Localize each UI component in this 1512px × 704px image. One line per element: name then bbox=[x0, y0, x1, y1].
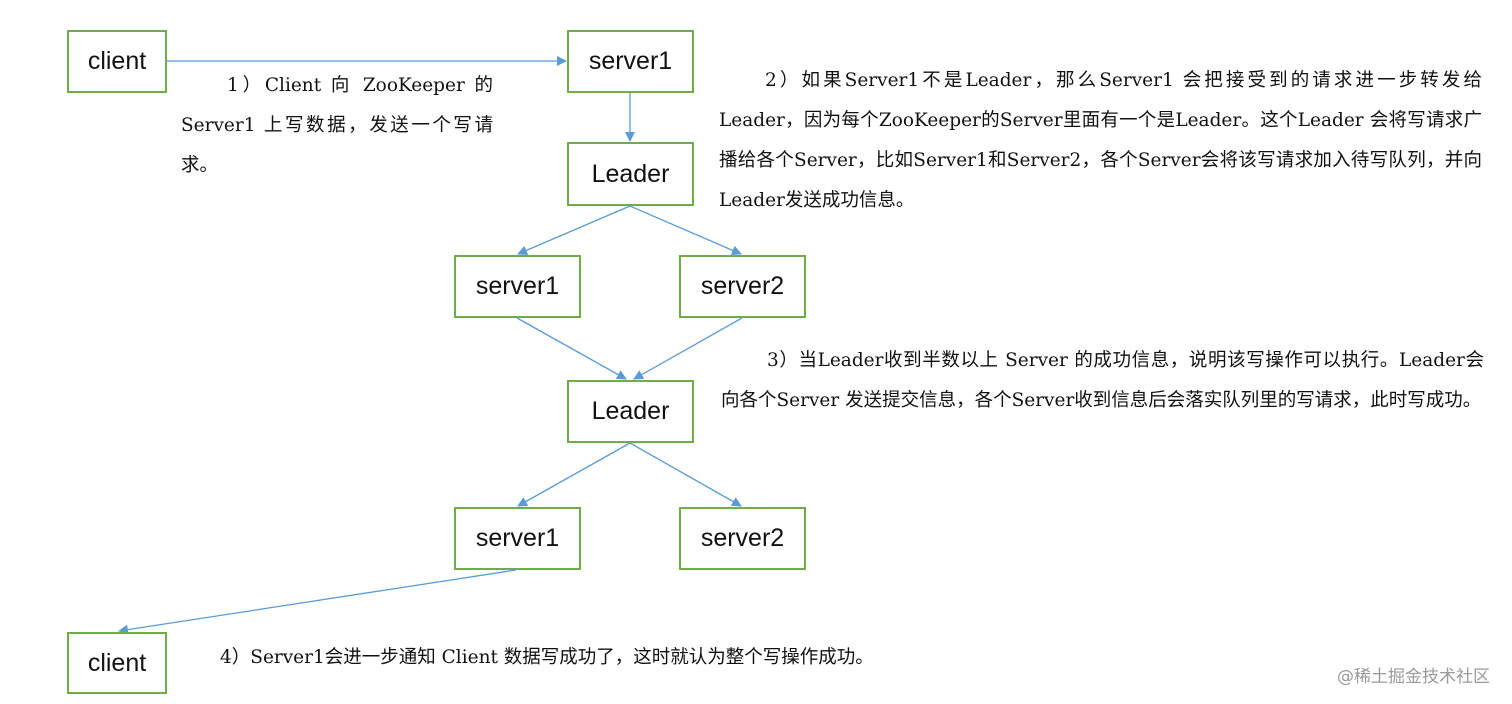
server1-node-top: server1 bbox=[567, 30, 694, 93]
arrow-server1-to-client bbox=[118, 569, 517, 635]
step3-description: 3）当Leader收到半数以上 Server 的成功信息，说明该写操作可以执行。… bbox=[721, 350, 1484, 411]
server2-node-mid: server2 bbox=[679, 255, 806, 318]
client-node-top: client bbox=[67, 30, 167, 93]
arrow-leader-to-server2 bbox=[629, 205, 742, 256]
step2-description: 2）如果Server1不是Leader，那么Server1 会把接受到的请求进一… bbox=[719, 70, 1482, 211]
arrow-leader2-to-server2 bbox=[629, 442, 742, 507]
arrow-leader2-to-server1 bbox=[517, 442, 631, 507]
arrow-server2-to-leader2 bbox=[633, 317, 743, 380]
step4-description: 4）Server1会进一步通知 Client 数据写成功了，这时就认为整个写操作… bbox=[220, 647, 874, 668]
server1-node-mid: server1 bbox=[454, 255, 581, 318]
server2-node-bottom: server2 bbox=[679, 507, 806, 570]
server1-node-bottom: server1 bbox=[454, 507, 581, 570]
step1-description: 1）Client 向 ZooKeeper 的Server1 上写数据，发送一个写… bbox=[181, 75, 493, 176]
arrow-leader-to-server1 bbox=[517, 205, 631, 256]
client-node-bottom: client bbox=[67, 632, 167, 694]
leader-node-2: Leader bbox=[567, 380, 694, 443]
leader-node-1: Leader bbox=[567, 142, 694, 206]
arrow-server1-to-leader2 bbox=[516, 317, 627, 380]
watermark-text: @稀土掘金技术社区 bbox=[1337, 667, 1490, 687]
